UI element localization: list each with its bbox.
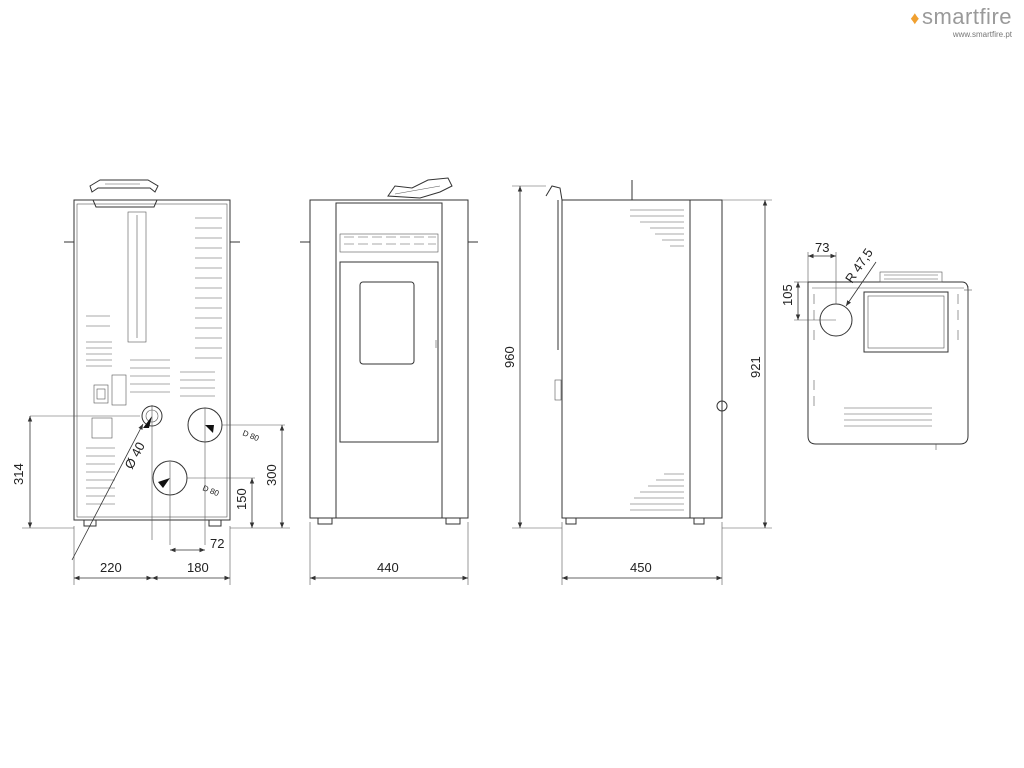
dim-220: 220 — [100, 560, 122, 575]
rear-dimensions: 314 300 150 220 180 72 Ø 40 D 80 D 80 — [11, 416, 290, 585]
dim-300: 300 — [264, 464, 279, 486]
dim-960: 960 — [502, 346, 517, 368]
dim-180: 180 — [187, 560, 209, 575]
dim-150: 150 — [234, 488, 249, 510]
dim-450: 450 — [630, 560, 652, 575]
flame-icon: ♦ — [910, 8, 920, 28]
front-view — [300, 177, 478, 525]
dim-921: 921 — [748, 356, 763, 378]
dim-d80-lower: D 80 — [201, 484, 221, 499]
rear-louvers-bottom — [86, 447, 115, 505]
dim-314: 314 — [11, 463, 26, 485]
logo-url: www.smartfire.pt — [952, 30, 1012, 39]
front-dimensions: 440 — [309, 522, 469, 585]
rear-louvers-right — [195, 217, 222, 359]
top-view — [807, 271, 972, 450]
logo-brand: smartfire — [921, 4, 1012, 29]
dim-diam40: Ø 40 — [121, 439, 147, 471]
dim-73: 73 — [815, 240, 829, 255]
dim-440: 440 — [377, 560, 399, 575]
rear-louvers-middle — [130, 359, 215, 397]
dim-r475: R 47,5 — [842, 246, 876, 286]
dim-d80-upper: D 80 — [241, 429, 261, 444]
smartfire-logo: ♦smartfire www.smartfire.pt — [910, 4, 1012, 40]
dim-105: 105 — [780, 284, 795, 306]
dim-72: 72 — [210, 536, 224, 551]
top-dimensions: 73 105 R 47,5 — [780, 240, 877, 321]
rear-view — [30, 179, 285, 545]
side-dimensions: 960 921 450 — [502, 185, 772, 585]
side-view — [545, 180, 728, 525]
rear-louvers-left — [86, 315, 112, 367]
